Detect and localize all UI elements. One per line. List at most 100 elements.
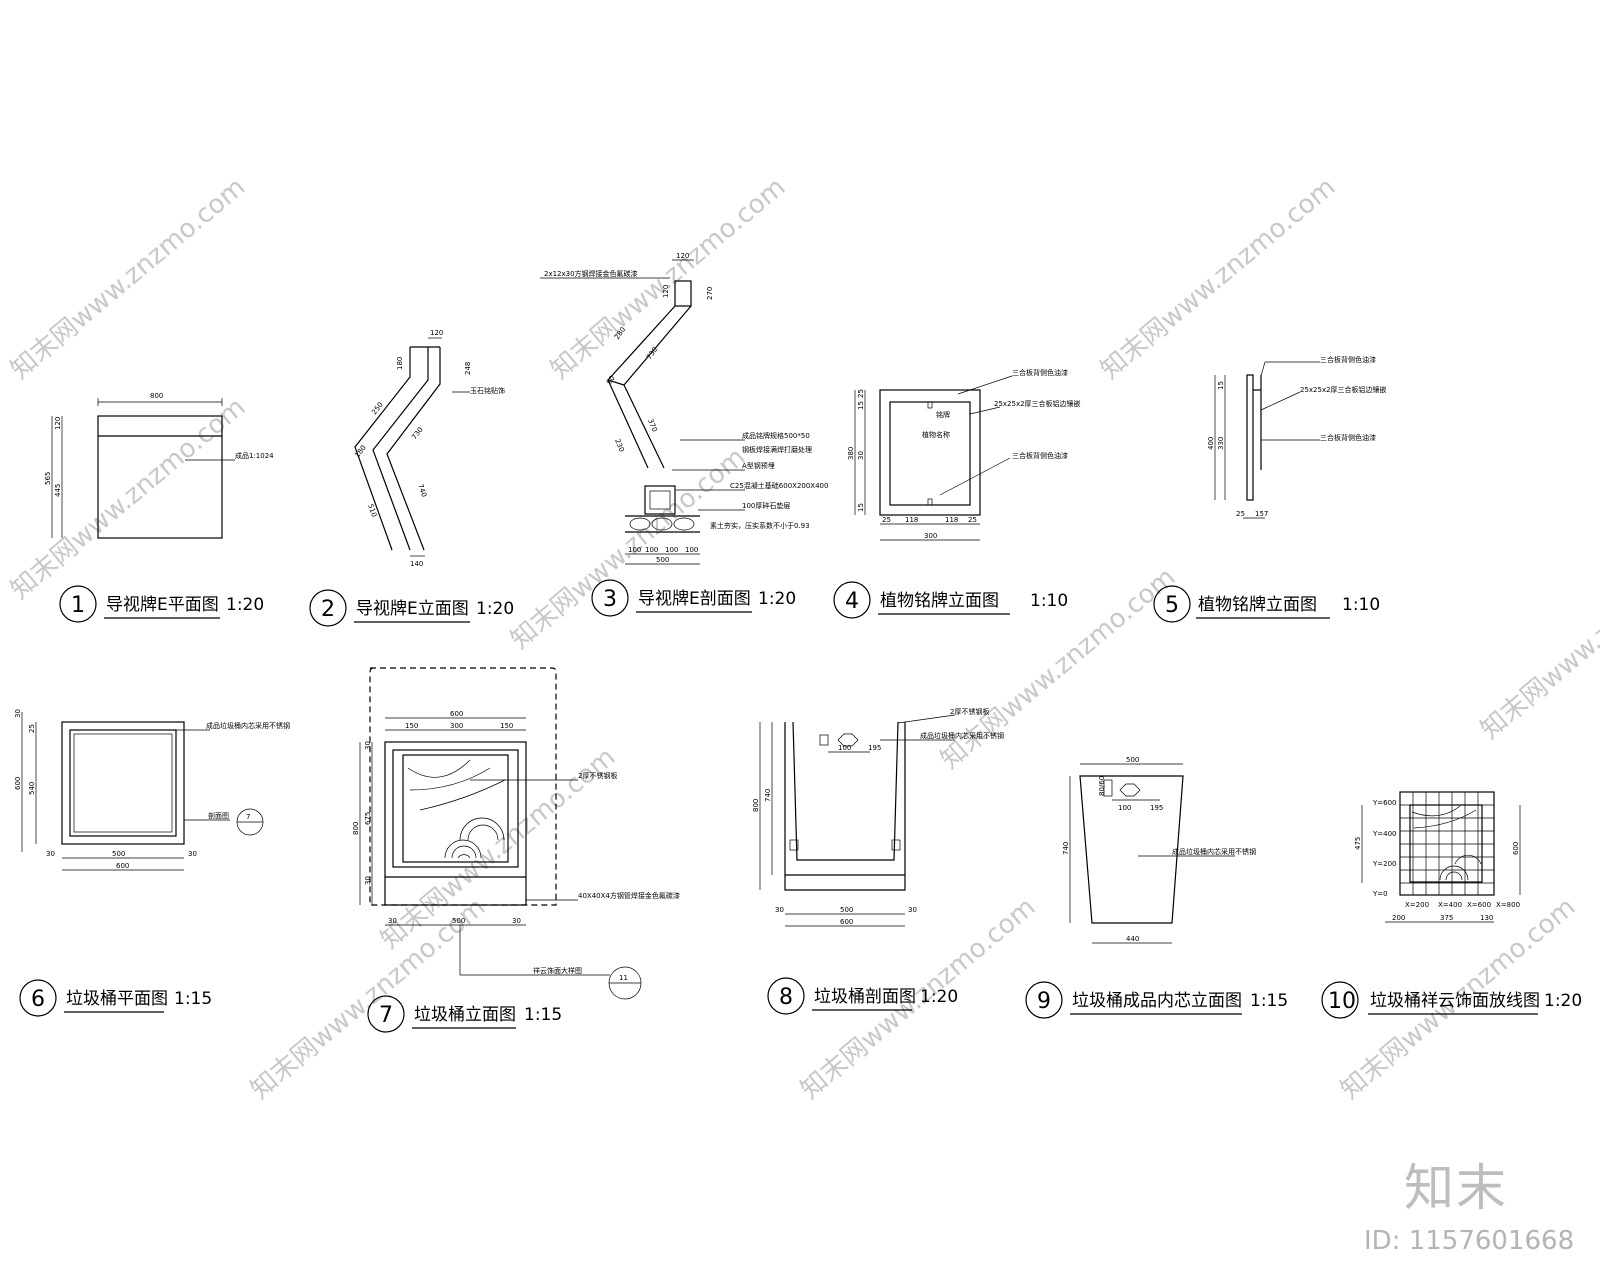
svg-text:500: 500 — [1126, 756, 1139, 764]
svg-text:445: 445 — [54, 484, 62, 497]
title-2: 2 导视牌E立面图 1:20 — [309, 589, 514, 627]
title-10: 10 垃圾桶祥云饰面放线图 1:20 — [1321, 981, 1582, 1019]
svg-text:1:20: 1:20 — [920, 987, 958, 1007]
svg-text:玉石铭贴饰: 玉石铭贴饰 — [470, 386, 505, 395]
svg-text:100: 100 — [838, 744, 851, 752]
drawing-1-plan: 800 565 120 445 成品1:1024 — [44, 392, 274, 539]
svg-text:565: 565 — [44, 472, 52, 485]
svg-text:A型钢预埋: A型钢预埋 — [742, 461, 775, 470]
svg-text:375: 375 — [1440, 914, 1453, 922]
svg-text:200: 200 — [1392, 914, 1405, 922]
svg-text:8: 8 — [779, 985, 793, 1010]
svg-text:祥云饰面大样图: 祥云饰面大样图 — [533, 966, 582, 975]
title-7: 7 垃圾桶立面图 1:15 — [367, 995, 562, 1033]
svg-text:30: 30 — [388, 917, 397, 925]
svg-text:500: 500 — [840, 906, 853, 914]
svg-text:6: 6 — [31, 987, 45, 1012]
svg-text:600: 600 — [450, 710, 463, 718]
svg-text:2厚不锈钢板: 2厚不锈钢板 — [950, 707, 989, 716]
drawing-5-plant-sign-side: 400 15 330 三合板背侧色油漆 25x25x2厚三合板铝边镶嵌 三合板背… — [1207, 355, 1387, 519]
drawing-10-grid: Y=600 Y=400 Y=200 Y=0 X=200 X=400 X=600 … — [1354, 791, 1521, 923]
svg-text:1:10: 1:10 — [1342, 595, 1380, 615]
svg-text:740: 740 — [764, 789, 772, 802]
svg-text:120: 120 — [662, 285, 670, 298]
svg-text:90: 90 — [605, 374, 617, 386]
title-3: 3 导视牌E剖面图 1:20 — [591, 579, 796, 617]
svg-text:120: 120 — [54, 417, 62, 430]
svg-text:25: 25 — [857, 389, 865, 398]
watermark: 知末网www.znzmo.com — [5, 172, 251, 385]
svg-text:垃圾桶成品内芯立面图: 垃圾桶成品内芯立面图 — [1072, 991, 1242, 1011]
svg-text:导视牌E平面图: 导视牌E平面图 — [106, 595, 219, 615]
svg-text:2厚不锈钢板: 2厚不锈钢板 — [578, 771, 617, 780]
svg-text:120: 120 — [676, 252, 689, 260]
svg-text:植物名称: 植物名称 — [922, 430, 950, 439]
svg-text:X=600: X=600 — [1467, 901, 1491, 909]
svg-text:Y=600: Y=600 — [1372, 799, 1397, 807]
svg-text:540: 540 — [28, 782, 36, 795]
svg-text:250: 250 — [370, 401, 385, 416]
title-6: 6 垃圾桶平面图 1:15 — [19, 979, 212, 1017]
svg-text:30: 30 — [188, 850, 197, 858]
svg-text:130: 130 — [1480, 914, 1493, 922]
svg-text:30: 30 — [364, 741, 372, 750]
svg-text:5: 5 — [1165, 593, 1179, 618]
svg-text:3: 3 — [603, 587, 617, 612]
svg-text:195: 195 — [1150, 804, 1163, 812]
svg-text:30: 30 — [857, 451, 865, 460]
svg-text:140: 140 — [410, 560, 423, 568]
svg-text:30: 30 — [908, 906, 917, 914]
title-8: 8 垃圾桶剖面图 1:20 — [767, 977, 958, 1015]
svg-text:730: 730 — [410, 426, 425, 441]
svg-text:4: 4 — [845, 589, 859, 614]
svg-text:1:15: 1:15 — [524, 1005, 562, 1025]
svg-text:300: 300 — [924, 532, 937, 540]
svg-text:1:20: 1:20 — [1544, 991, 1582, 1011]
title-9: 9 垃圾桶成品内芯立面图 1:15 — [1025, 981, 1288, 1019]
watermarks: 知末网www.znzmo.com 知末网www.znzmo.com 知末网www… — [5, 172, 1600, 1105]
svg-text:剖面图: 剖面图 — [208, 811, 229, 820]
svg-text:垃圾桶剖面图: 垃圾桶剖面图 — [814, 987, 916, 1007]
svg-text:300: 300 — [450, 722, 463, 730]
svg-text:植物铭牌立面图: 植物铭牌立面图 — [1198, 595, 1317, 615]
svg-text:800: 800 — [752, 799, 760, 812]
watermark: 知末网www.znzmo.com — [1095, 172, 1341, 385]
watermark: 知末网www.znzmo.com — [5, 392, 251, 605]
svg-text:X=400: X=400 — [1438, 901, 1462, 909]
svg-text:三合板背侧色油漆: 三合板背侧色油漆 — [1320, 355, 1376, 364]
svg-text:钢板焊接满焊打磨处理: 钢板焊接满焊打磨处理 — [742, 445, 812, 454]
svg-text:素土夯实，压实系数不小于0.93: 素土夯实，压实系数不小于0.93 — [710, 521, 810, 530]
svg-text:2x12x30方钢焊接金色氟碳漆: 2x12x30方钢焊接金色氟碳漆 — [544, 269, 638, 278]
svg-text:成品1:1024: 成品1:1024 — [235, 451, 274, 460]
brand-logo: 知末 — [1404, 1159, 1508, 1217]
svg-text:157: 157 — [1255, 510, 1268, 518]
svg-text:C25混凝土基础600X200X400: C25混凝土基础600X200X400 — [730, 481, 828, 490]
watermark: 知末网www.znzmo.com — [545, 172, 791, 385]
svg-text:7: 7 — [379, 1003, 393, 1028]
svg-text:15: 15 — [857, 401, 865, 410]
svg-text:475: 475 — [1354, 837, 1362, 850]
svg-text:三合板背侧色油漆: 三合板背侧色油漆 — [1012, 451, 1068, 460]
svg-text:15: 15 — [1217, 381, 1225, 390]
drawing-9-bin-core: 100 195 80/60 500 740 成品垃圾桶内芯采用不锈钢 440 — [1062, 756, 1256, 944]
svg-text:600: 600 — [14, 777, 22, 790]
svg-text:Y=0: Y=0 — [1372, 890, 1388, 898]
svg-text:100: 100 — [628, 546, 641, 554]
svg-text:100: 100 — [1118, 804, 1131, 812]
svg-text:230: 230 — [613, 438, 625, 453]
svg-text:15: 15 — [857, 503, 865, 512]
svg-text:800: 800 — [150, 392, 163, 400]
svg-text:80/60: 80/60 — [1098, 776, 1106, 796]
svg-text:100: 100 — [645, 546, 658, 554]
drawing-6-bin-plan: 600 540 30 25 成品垃圾桶内芯采用不锈钢 剖面图 7 30 500 … — [14, 709, 290, 871]
svg-text:25: 25 — [968, 516, 977, 524]
svg-text:740: 740 — [1062, 842, 1070, 855]
svg-text:118: 118 — [905, 516, 918, 524]
svg-text:500: 500 — [656, 556, 669, 564]
svg-text:150: 150 — [405, 722, 418, 730]
drawing-4-plant-sign: 380 25 15 30 15 铭牌 植物名称 三合板背侧色油漆 25x25x2… — [847, 368, 1081, 541]
svg-text:植物铭牌立面图: 植物铭牌立面图 — [880, 591, 999, 611]
svg-text:248: 248 — [464, 362, 472, 375]
svg-text:7: 7 — [246, 813, 250, 821]
